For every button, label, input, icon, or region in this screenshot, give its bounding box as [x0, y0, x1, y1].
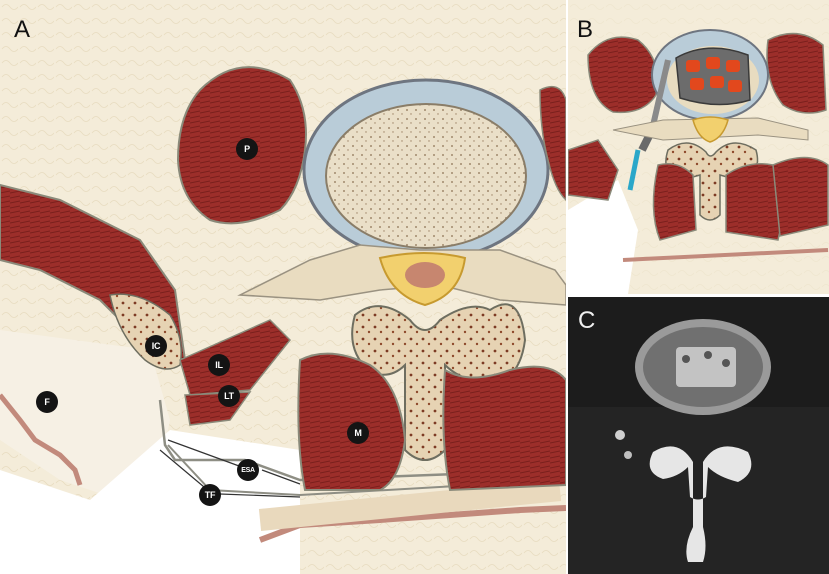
vertebral-body — [326, 104, 526, 248]
panel-b-letter: B — [577, 16, 593, 44]
multifidus-muscle-right — [443, 367, 566, 490]
cage-graft-5 — [710, 76, 724, 88]
esa-label: ESA — [237, 459, 259, 481]
panel-b-drawing — [568, 0, 829, 294]
tf-label: TF — [199, 484, 221, 506]
psoas-label: P — [236, 138, 258, 160]
ct-cage-window-3 — [722, 359, 730, 367]
panel-b-erector-right — [773, 158, 828, 237]
cage-graft-2 — [706, 57, 720, 69]
iliac-crest-label: IC — [145, 335, 167, 357]
panel-a-drawing — [0, 0, 566, 574]
ct-cage-window-2 — [704, 351, 712, 359]
ct-small-density-1 — [615, 430, 625, 440]
longissimus-label: LT — [218, 385, 240, 407]
panel-c-letter: C — [578, 307, 595, 335]
cage-graft-6 — [728, 80, 742, 92]
panel-a-illustration: A P IC IL LT F M ESA TF — [0, 0, 566, 574]
panel-a-letter: A — [14, 16, 30, 44]
spinal-cord — [405, 262, 445, 288]
flank-label: F — [36, 391, 58, 413]
multifidus-label: M — [347, 422, 369, 444]
cage-graft-3 — [726, 60, 740, 72]
panel-b-illustration: B — [568, 0, 829, 294]
panel-c-ct-scan: C — [568, 297, 829, 574]
cage-graft-4 — [690, 78, 704, 90]
panel-b-multifidus-left — [653, 164, 696, 240]
iliocostalis-label: IL — [208, 354, 230, 376]
panel-c-ct-image — [568, 297, 829, 574]
ct-cage-window-1 — [682, 355, 690, 363]
ct-small-density-2 — [624, 451, 632, 459]
cage-graft-1 — [686, 60, 700, 72]
